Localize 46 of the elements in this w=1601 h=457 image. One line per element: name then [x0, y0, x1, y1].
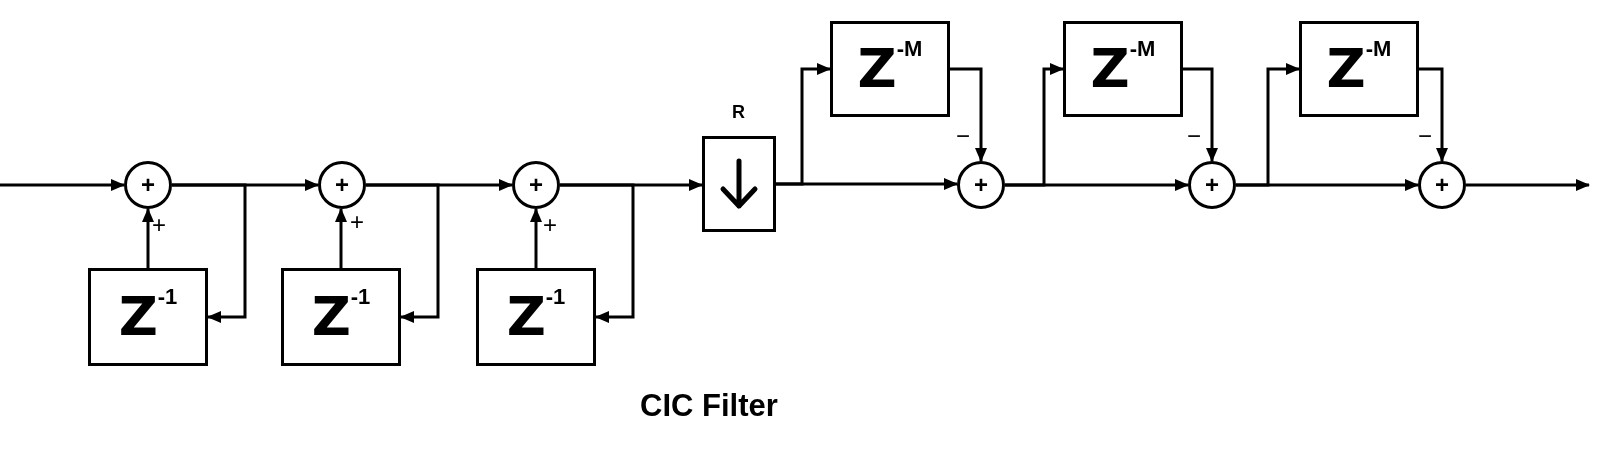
plus-sign: +	[529, 173, 543, 197]
summing-junction	[318, 161, 366, 209]
arrow	[1236, 63, 1300, 187]
sign-label: +	[543, 213, 557, 237]
transfer-function: Z$^{-1}$	[311, 290, 371, 344]
summing-junction	[512, 161, 560, 209]
arrow	[1183, 67, 1218, 162]
delay-box	[281, 268, 401, 366]
factor-label: R	[732, 102, 745, 123]
transfer-function: Z$^{-1}$	[118, 290, 178, 344]
sign-label: +	[152, 213, 166, 237]
plus-sign: +	[1435, 173, 1449, 197]
arrow	[1419, 67, 1448, 162]
sign-label: +	[350, 210, 364, 234]
arrow	[560, 183, 635, 323]
plus-sign: +	[1205, 173, 1219, 197]
arrow	[366, 183, 440, 323]
sign-label: −	[1418, 124, 1432, 148]
downsampler-box	[702, 136, 776, 232]
plus-sign: +	[974, 173, 988, 197]
delay-box	[1063, 21, 1183, 117]
transfer-function: Z$^{-1}$	[506, 290, 566, 344]
summing-junction	[1188, 161, 1236, 209]
delay-box	[1299, 21, 1419, 117]
diagram-title: CIC Filter	[640, 388, 778, 424]
arrow	[172, 183, 247, 323]
delay-box	[88, 268, 208, 366]
delay-box	[830, 21, 950, 117]
arrow	[530, 208, 542, 268]
sign-label: −	[1187, 124, 1201, 148]
summing-junction	[957, 161, 1005, 209]
output-arrow	[1466, 179, 1590, 191]
arrow	[950, 67, 987, 162]
transfer-function: Z$^{-M}$	[1090, 42, 1156, 96]
arrow	[142, 208, 154, 268]
transfer-function: Z$^{-M}$	[1326, 42, 1392, 96]
sign-label: −	[956, 124, 970, 148]
arrow	[335, 208, 347, 268]
arrow	[776, 63, 831, 186]
summing-junction	[1418, 161, 1466, 209]
input-arrow	[0, 179, 125, 191]
plus-sign: +	[335, 173, 349, 197]
summing-junction	[124, 161, 172, 209]
delay-box	[476, 268, 596, 366]
plus-sign: +	[141, 173, 155, 197]
transfer-function: Z$^{-M}$	[857, 42, 923, 96]
